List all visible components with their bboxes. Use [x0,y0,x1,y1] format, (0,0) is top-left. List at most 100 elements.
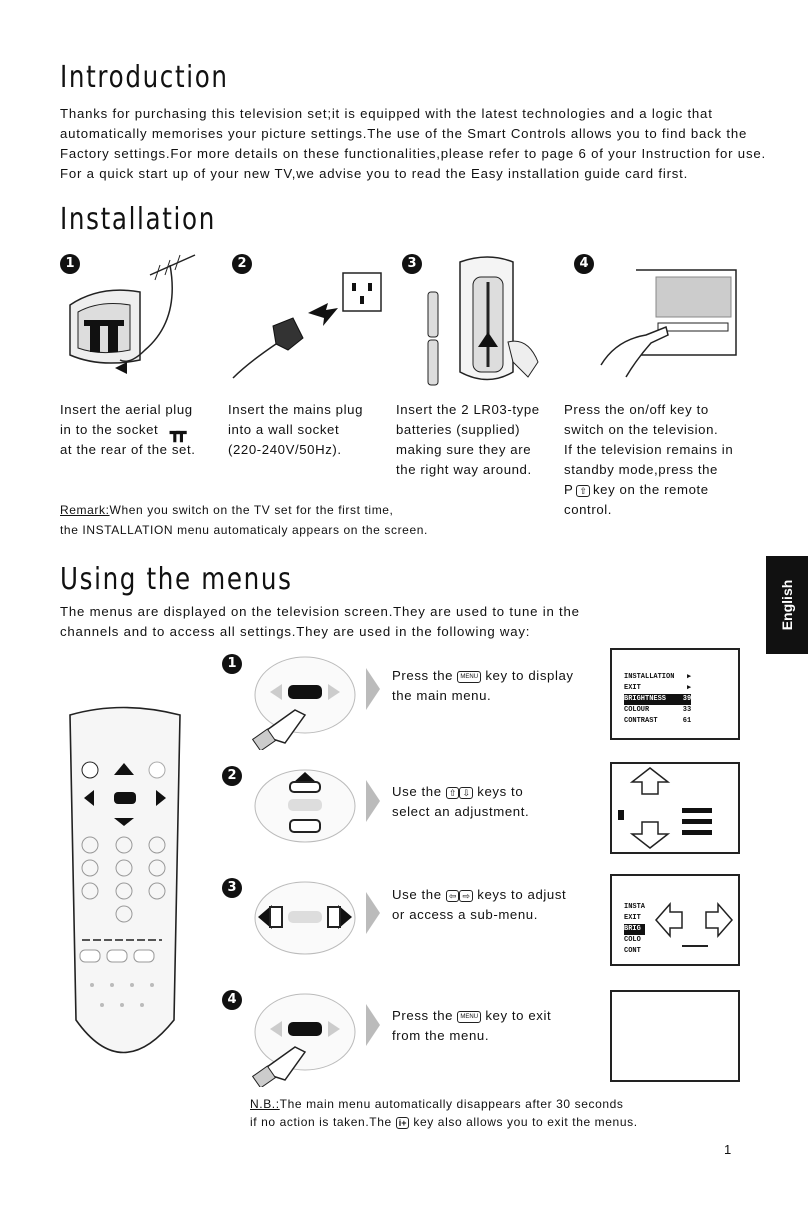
caption-line: Insert the 2 LR03-type [396,402,540,417]
menu-line: CONTRAST 61 [624,717,692,725]
menu-step-2-line2: select an adjustment. [392,804,530,819]
left-key-icon: ⇦ [445,889,460,902]
step-text: key to exit [485,1008,552,1023]
nb-note-line-2: if no action is taken.The i+ key also al… [250,1112,638,1132]
right-key-icon: ⇨ [459,889,474,902]
nb-label: N.B.: [250,1097,280,1111]
arrow-right-icon [366,1004,380,1046]
step-text: Press the [392,1008,454,1023]
menu-line: EXIT ▶ [624,684,692,692]
tv-aerial-illustration [69,254,196,374]
caption-text: key on the remote [592,482,709,497]
menu-line: EXIT [624,914,641,922]
step-number: 4 [574,254,594,274]
menu-key-icon: MENU [457,1010,482,1023]
nb-text: key also allows you to exit the menus. [413,1115,638,1129]
step-text: key to display [485,668,574,683]
intro-line: automatically memorises your picture set… [60,126,748,141]
installation-title: Installation [60,202,216,237]
tv-screen-blank [610,990,740,1082]
menu-keypad-illustration [251,993,356,1087]
menu-step-3-line2: or access a sub-menu. [392,907,539,922]
caption-line: Press the on/off key to [564,402,709,417]
caption-line: batteries (supplied) [396,422,521,437]
caption-line: the right way around. [396,462,532,477]
menu-line: BRIGHTNESS 39 [624,694,692,705]
menu-line: BRIG [624,924,646,935]
intro-line: Thanks for purchasing this television se… [60,106,713,121]
step-number: 3 [402,254,422,274]
caption-line: in to the socket [60,422,159,437]
updown-keypad-illustration [254,769,356,843]
menus-title: Using the menus [60,562,293,597]
remote-control-illustration [69,706,181,1054]
info-key-icon: i+ [395,1116,410,1129]
caption-line: P⇧key on the remote [564,480,709,500]
menu-step-2-line1: Use the ⇧⇩ keys to [392,782,523,802]
caption-line: making sure they are [396,442,532,457]
tv-screen-select [610,762,740,854]
step-number: 2 [222,766,242,786]
caption-line: Insert the mains plug [228,402,364,417]
arrow-right-icon [366,668,380,710]
remark: Remark:When you switch on the TV set for… [60,500,394,520]
language-tab: English [766,556,808,654]
arrow-right-icon [366,892,380,934]
menu-step-4-line1: Press the MENU key to exit [392,1006,551,1026]
tv-screen-main-menu: INSTALLATION ▶ EXIT ▶ BRIGHTNESS 39 COLO… [610,648,740,740]
aerial-socket-icon: ┳┳ [170,425,186,442]
tv-screen-adjust: INSTA EXIT BRIG COLO CONT [610,874,740,966]
caption-line: control. [564,502,613,517]
step-number: 4 [222,990,242,1010]
remark-line-2: the INSTALLATION menu automaticaly appea… [60,523,428,537]
leftright-keypad-illustration [254,881,356,955]
menu-step-3-line1: Use the ⇦⇨ keys to adjust [392,885,566,905]
menus-intro-line: The menus are displayed on the televisio… [60,604,580,619]
caption-line: switch on the television. [564,422,719,437]
step-number: 1 [222,654,242,674]
caption-line: into a wall socket [228,422,340,437]
menu-step-1-line2: the main menu. [392,688,492,703]
page-number: 1 [724,1142,732,1157]
caption-line: at the rear of the set. [60,442,196,457]
step-text: Press the [392,668,454,683]
nb-note: N.B.:The main menu automatically disappe… [250,1094,624,1114]
menu-line: CONT [624,947,641,955]
remark-text: When you switch on the TV set for the fi… [109,503,394,517]
arrow-right-icon [366,780,380,822]
p-key-label: P [564,482,574,497]
step-number: 2 [232,254,252,274]
menu-line: INSTALLATION ▶ [624,673,692,681]
nb-text: if no action is taken.The [250,1115,392,1129]
tv-power-illustration [600,269,737,378]
menus-intro-line: channels and to access all settings.They… [60,624,531,639]
nb-text: The main menu automatically disappears a… [279,1097,624,1111]
step-number: 1 [60,254,80,274]
remote-batteries-illustration [427,256,539,386]
remark-label: Remark: [60,503,110,517]
menu-keypad-illustration [251,656,356,750]
step-text: keys to [477,784,524,799]
menu-line: INSTA [624,903,646,911]
menu-line: COLOUR 33 [624,706,692,714]
step-number: 3 [222,878,242,898]
menu-line: COLO [624,936,641,944]
intro-title: Introduction [60,60,229,95]
down-key-icon: ⇩ [459,786,474,799]
step-text: Use the [392,887,442,902]
intro-line: Factory settings.For more details on the… [60,146,766,161]
caption-line: standby mode,press the [564,462,718,477]
caption-line: (220-240V/50Hz). [228,442,342,457]
up-key-icon: ⇧ [445,786,460,799]
program-up-key-icon: ⇧ [576,484,590,497]
language-tab-label: English [779,579,795,631]
intro-line: For a quick start up of your new TV,we a… [60,166,689,181]
menu-step-4-line2: from the menu. [392,1028,490,1043]
step-text: keys to adjust [477,887,567,902]
step-text: Use the [392,784,442,799]
caption-line: If the television remains in [564,442,734,457]
menu-step-1-line1: Press the MENU key to display [392,666,574,686]
mains-plug-illustration [232,272,382,379]
menu-key-icon: MENU [457,670,482,683]
caption-line: Insert the aerial plug [60,402,193,417]
